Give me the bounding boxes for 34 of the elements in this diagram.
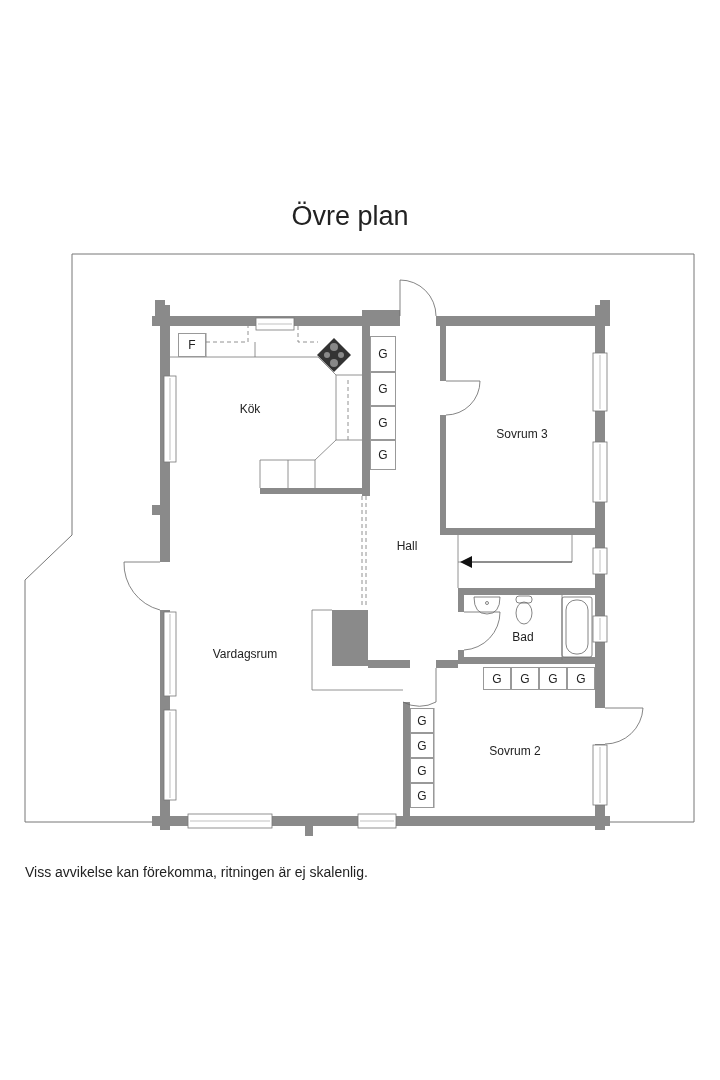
closet-box [178,333,206,357]
closet-box [410,708,434,733]
room-label: Kök [239,401,261,418]
closet-label: G [378,415,388,432]
closet-label: G [378,381,388,398]
closet-label: G [378,346,388,363]
closet-label: G [417,762,427,780]
room-label: Sovrum 2 [489,743,541,760]
room-label: Sovrum 3 [496,426,548,443]
closet-box [370,336,396,372]
closet-label: G [548,670,558,688]
closet-box [370,440,396,470]
room-label: Bad [512,629,534,646]
closet-label: G [492,670,502,688]
closet-box [511,667,539,690]
closet-label: G [520,670,530,688]
closet-box [410,758,434,783]
closet-box [370,372,396,406]
closet-box [539,667,567,690]
title: Övre plan [290,200,410,233]
closet-box [370,406,396,440]
room-label: Hall [396,538,418,555]
closet-box [410,733,434,758]
room-label: Vardagsrum [212,646,278,663]
closet-label: F [188,337,196,354]
caption: Viss avvikelse kan förekomma, ritningen är ej skalenlig. [25,863,368,882]
closet-label: G [417,712,427,730]
closet-box [410,783,434,808]
closet-label: G [417,737,427,755]
closet-label: G [378,447,388,464]
closet-label: G [417,787,427,805]
closet-box [483,667,511,690]
closet-box [567,667,595,690]
closet-label: G [576,670,586,688]
